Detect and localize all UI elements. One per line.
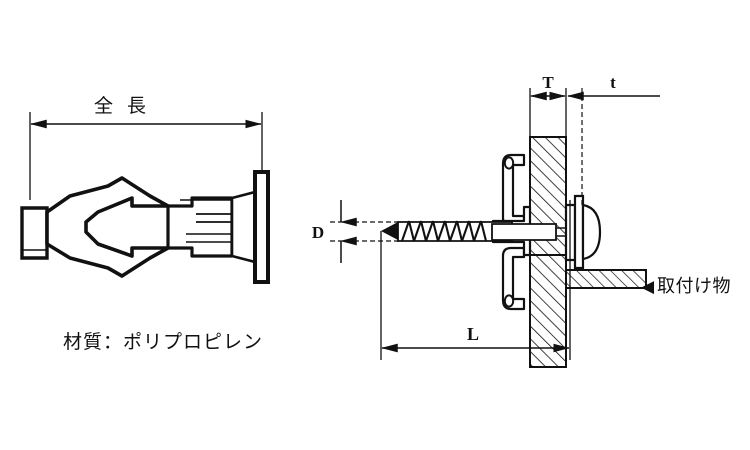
wall-section [529,136,567,368]
screw-plain-shank [491,223,557,241]
material-note: 材質：ポリプロピレン [63,331,263,353]
mounted-object-bar [565,269,647,289]
anchor-body [20,170,270,284]
dimension-L: L [380,200,571,360]
screw-tip [381,222,398,240]
left-view-group: 材質：ポリプロピレン 全 長 [20,95,270,353]
anchor-shank [166,196,234,258]
anchor-flange [253,170,270,284]
dimension-label-T: T [542,73,554,92]
screw-washer [573,194,585,270]
dimension-t: t [567,73,660,205]
dimension-D: D [312,200,400,263]
screw-threads [401,220,488,242]
screw [381,194,602,270]
anchor-tip-block [20,206,49,260]
overall-length-label: 全 長 [94,95,150,117]
anchor-toggle-lower [501,246,526,311]
right-view-group: T t D L [312,73,731,368]
dimension-label-D: D [312,223,324,242]
screw-head [581,203,602,261]
anchor-toggle-lower-eye [503,294,515,308]
wall-outline-lower [529,254,567,368]
mounted-object-label: 取付け物 [657,276,731,297]
anchor-toggle-upper-eye [503,156,515,170]
wall-hatch-lower [530,255,566,367]
mounted-object-arrow-icon: ◀ [641,277,655,297]
mounted-object [565,269,647,289]
mounted-object-callout: ◀ 取付け物 [641,276,731,297]
anchor-collar [230,190,257,264]
dimension-label-L: L [467,324,479,344]
dimension-T: T [529,73,567,140]
dimension-label-t: t [610,73,616,92]
anchor-expansion-wings [45,176,170,278]
